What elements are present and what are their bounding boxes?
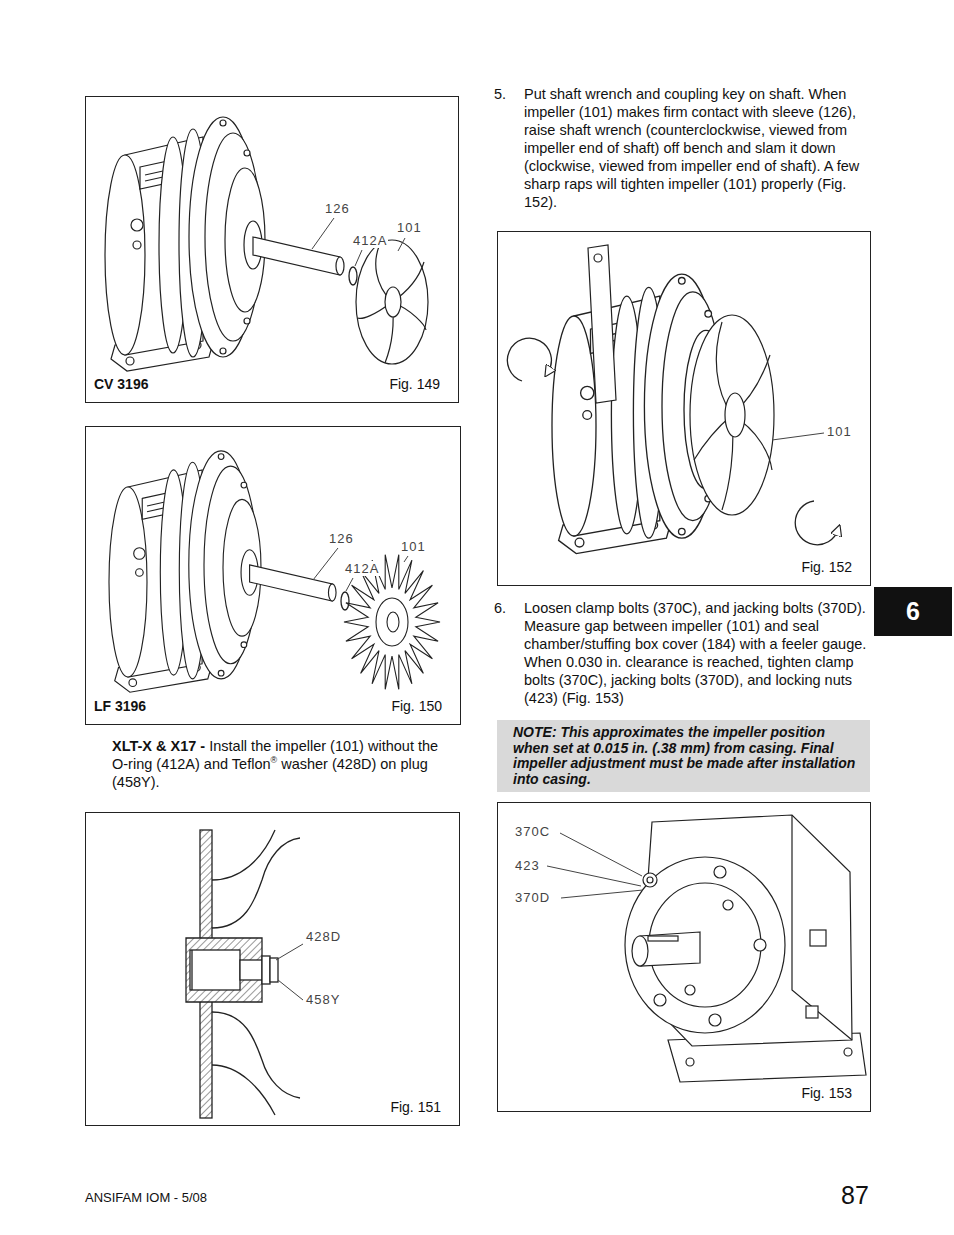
section-tab: 6	[874, 587, 952, 636]
step-text: Put shaft wrench and coupling key on sha…	[524, 85, 870, 211]
note-box: NOTE: This approximates the impeller pos…	[497, 720, 870, 792]
figure-frame: Fig. 153	[497, 802, 871, 1112]
step-text: Loosen clamp bolts (370C), and jacking b…	[524, 599, 870, 707]
callout-number: 458Y	[305, 992, 341, 1007]
callout-number: 126	[324, 201, 351, 216]
figure-frame: Fig. 151	[85, 812, 460, 1126]
callout-number: 101	[826, 424, 853, 439]
callout-number: 370C	[514, 824, 551, 839]
figure-caption: Fig. 149	[389, 376, 440, 392]
instruction-paragraph: XLT-X & X17 -Install the impeller (101) …	[112, 737, 457, 791]
model-label: LF 3196	[94, 698, 146, 714]
model-label: CV 3196	[94, 376, 148, 392]
callout-number: 412A	[352, 233, 388, 248]
callout-number: 101	[400, 539, 427, 554]
page-number: 87	[841, 1181, 869, 1210]
figure-frame: LF 3196 Fig. 150	[85, 426, 461, 725]
figure-caption: Fig. 153	[801, 1085, 852, 1101]
callout-number: 370D	[514, 890, 551, 905]
callout-number: 101	[396, 220, 423, 235]
callout-number: 126	[328, 531, 355, 546]
footer-text: ANSIFAM IOM - 5/08	[85, 1190, 207, 1205]
section-number: 6	[906, 597, 920, 626]
note-text: NOTE: This approximates the impeller pos…	[513, 725, 860, 787]
callout-number: 412A	[344, 561, 380, 576]
figure-caption: Fig. 151	[390, 1099, 441, 1115]
step-number: 6.	[494, 599, 506, 617]
model-heading: XLT-X & X17 -	[112, 738, 205, 754]
step-number: 5.	[494, 85, 506, 103]
figure-caption: Fig. 150	[391, 698, 442, 714]
figure-frame: CV 3196 Fig. 149	[85, 96, 459, 403]
trademark-symbol: ®	[271, 755, 278, 765]
figure-frame: Fig. 152	[497, 231, 871, 586]
callout-number: 423	[514, 858, 541, 873]
figure-caption: Fig. 152	[801, 559, 852, 575]
callout-number: 428D	[305, 929, 342, 944]
